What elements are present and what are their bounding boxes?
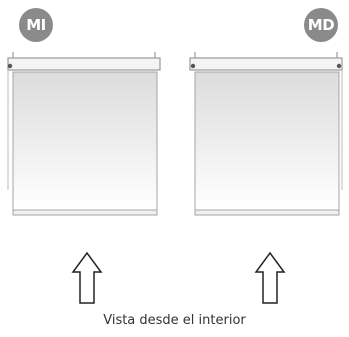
arrow-up-right-icon	[254, 251, 286, 304]
blind-right-chain-dot	[190, 63, 196, 69]
blind-left-chain-dot	[7, 63, 13, 69]
blind-right-bottom-bar	[194, 209, 340, 216]
blind-left-fabric	[12, 71, 158, 211]
blind-left-headrail	[7, 57, 161, 71]
badge-right-md: MD	[304, 8, 338, 42]
roller-blind-right	[189, 52, 343, 216]
roller-blind-left	[7, 52, 161, 216]
blind-right-fabric	[194, 71, 340, 211]
blind-left-bottom-bar	[12, 209, 158, 216]
badge-left-mi: MI	[19, 8, 53, 42]
arrow-up-left-icon	[71, 251, 103, 304]
blind-right-headrail	[189, 57, 343, 71]
view-caption: Vista desde el interior	[103, 313, 246, 328]
